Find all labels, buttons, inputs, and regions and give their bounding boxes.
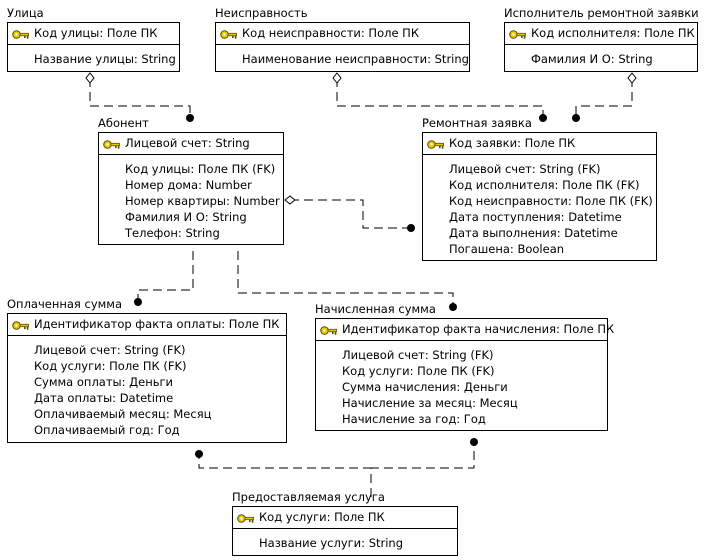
- key-icon: [103, 137, 120, 150]
- entity-charged-amount[interactable]: Начисленная сумма Идентификатор факта на…: [315, 302, 614, 431]
- many-dot: [572, 114, 580, 122]
- attribute: Оплачиваемый год: Год: [34, 423, 180, 437]
- primary-key: Код заявки: Поле ПК: [449, 136, 576, 150]
- entity-service[interactable]: Предоставляемая услуга Код услуги: Поле …: [232, 490, 458, 556]
- attribute: Код улицы: Поле ПК (FK): [125, 162, 276, 176]
- key-icon: [220, 27, 237, 40]
- attribute: Лицевой счет: String (FK): [342, 348, 494, 362]
- attribute-list: Название услуги: String: [259, 535, 403, 551]
- optional-diamond: [284, 195, 296, 205]
- key-icon: [12, 318, 29, 331]
- relationship-line: [575, 78, 633, 118]
- attribute: Сумма начисления: Деньги: [342, 380, 508, 394]
- attribute-list: Наименование неисправности: String: [242, 51, 469, 67]
- attribute: Название улицы: String: [34, 52, 176, 66]
- many-dot: [195, 450, 203, 458]
- attribute: Начисление за месяц: Месяц: [342, 396, 518, 410]
- many-dot: [186, 114, 194, 122]
- attribute: Погашена: Boolean: [449, 242, 565, 256]
- entity-title: Абонент: [98, 116, 149, 130]
- attribute-list: Код улицы: Поле ПК (FK) Номер дома: Numbe…: [125, 161, 280, 241]
- attribute: Лицевой счет: String (FK): [449, 162, 601, 176]
- attribute: Дата оплаты: Datetime: [34, 391, 174, 405]
- many-dot: [134, 298, 142, 306]
- key-icon: [427, 137, 444, 150]
- entity-title: Начисленная сумма: [315, 302, 436, 316]
- attribute: Лицевой счет: String (FK): [34, 343, 186, 357]
- entity-title: Предоставляемая услуга: [232, 490, 385, 504]
- key-icon: [12, 27, 29, 40]
- entity-fault[interactable]: Неисправность Код неисправности: Поле ПК…: [215, 6, 470, 72]
- attribute: Код исполнителя: Поле ПК (FK): [449, 178, 640, 192]
- attribute: Код неисправности: Поле ПК (FK): [449, 194, 653, 208]
- entity-paid-amount[interactable]: Оплаченная сумма Идентификатор факта опл…: [7, 297, 287, 443]
- attribute-list: Лицевой счет: String (FK) Код услуги: Пол…: [34, 342, 211, 438]
- attribute: Фамилия И О: String: [125, 210, 247, 224]
- attribute-list: Лицевой счет: String (FK) Код услуги: Пол…: [342, 347, 518, 427]
- attribute-list: Название улицы: String: [34, 51, 176, 67]
- attribute: Код услуги: Поле ПК (FK): [342, 364, 495, 378]
- entity-executor[interactable]: Исполнитель ремонтной заявки Код исполни…: [504, 6, 699, 72]
- attribute: Код услуги: Поле ПК (FK): [34, 359, 187, 373]
- entity-repair-request[interactable]: Ремонтная заявка Код заявки: Поле ПК Лиц…: [422, 116, 657, 261]
- many-dot: [470, 438, 478, 446]
- relationship-line: [290, 199, 411, 229]
- primary-key: Лицевой счет: String: [125, 136, 250, 150]
- entity-title: Улица: [7, 6, 44, 20]
- relationship-line: [370, 442, 475, 497]
- attribute: Сумма оплаты: Деньги: [34, 375, 174, 389]
- attribute: Номер дома: Number: [125, 178, 252, 192]
- optional-diamond: [627, 72, 637, 84]
- attribute-list: Фамилия И О: String: [531, 51, 653, 67]
- attribute-list: Лицевой счет: String (FK) Код исполнителя…: [449, 161, 653, 257]
- many-dot: [407, 224, 415, 232]
- entity-title: Ремонтная заявка: [422, 116, 532, 130]
- primary-key: Код услуги: Поле ПК: [259, 510, 385, 524]
- attribute: Номер квартиры: Number: [125, 194, 280, 208]
- attribute: Наименование неисправности: String: [242, 52, 469, 66]
- optional-diamond: [332, 72, 342, 84]
- primary-key: Идентификатор факта начисления: Поле ПК: [342, 322, 615, 336]
- many-dot: [449, 303, 457, 311]
- optional-diamond: [85, 72, 95, 84]
- relationship-line: [89, 78, 191, 118]
- entity-subscriber[interactable]: Абонент Лицевой счет: String Код улицы: …: [98, 116, 284, 245]
- attribute: Начисление за год: Год: [342, 412, 486, 426]
- attribute: Дата поступления: Datetime: [449, 210, 622, 224]
- attribute: Оплачиваемый месяц: Месяц: [34, 407, 212, 421]
- relationship-line: [237, 251, 454, 307]
- key-icon: [320, 323, 337, 336]
- many-dot: [539, 114, 547, 122]
- attribute: Фамилия И О: String: [531, 52, 653, 66]
- key-icon: [237, 511, 254, 524]
- relationship-line: [336, 78, 544, 118]
- entity-title: Исполнитель ремонтной заявки: [504, 6, 699, 20]
- primary-key: Идентификатор факта оплаты: Поле ПК: [34, 317, 280, 331]
- primary-key: Код неисправности: Поле ПК: [242, 26, 419, 40]
- relationship-line: [137, 251, 194, 302]
- entity-street[interactable]: Улица Код улицы: Поле ПК Название улицы:…: [7, 6, 180, 72]
- key-icon: [509, 27, 526, 40]
- attribute: Название услуги: String: [259, 536, 404, 550]
- primary-key: Код улицы: Поле ПК: [34, 26, 158, 40]
- attribute: Дата выполнения: Datetime: [449, 226, 618, 240]
- attribute: Телефон: String: [125, 226, 220, 240]
- entity-title: Неисправность: [215, 6, 308, 20]
- entity-title: Оплаченная сумма: [7, 297, 123, 311]
- primary-key: Код исполнителя: Поле ПК: [531, 26, 695, 40]
